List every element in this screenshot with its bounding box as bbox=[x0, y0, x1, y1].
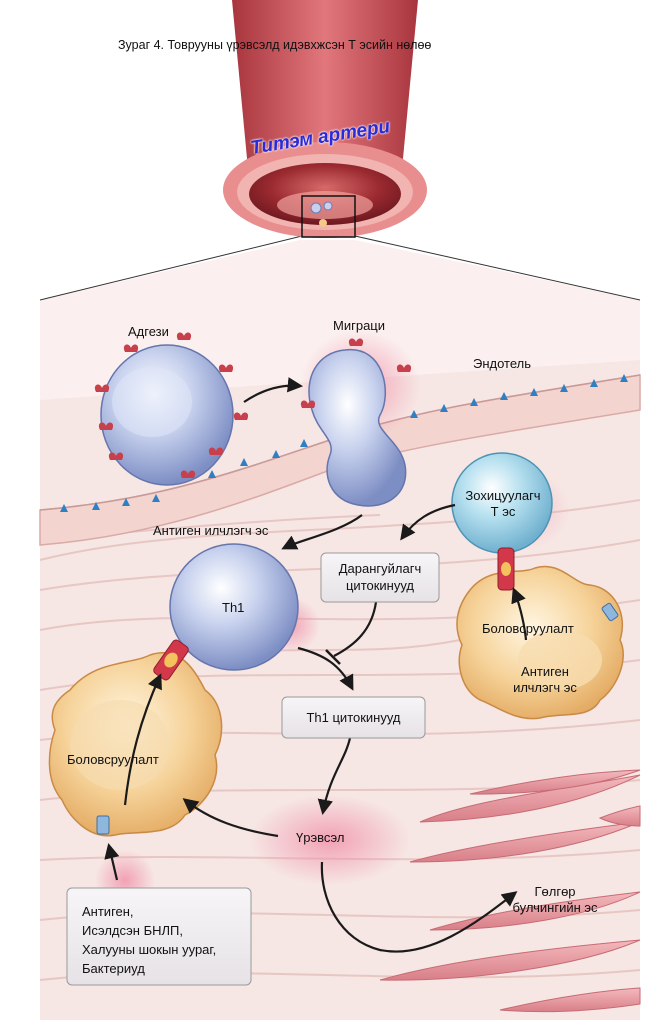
arrows bbox=[104, 377, 528, 953]
label-smooth-muscle-line1: Гөлгөр bbox=[534, 884, 576, 899]
th1-cell bbox=[169, 543, 299, 671]
box-antigens-line4: Бактериуд bbox=[82, 961, 145, 976]
arrow-migration-th1 bbox=[281, 514, 363, 550]
arrow-cytokines-inflammation bbox=[317, 737, 352, 816]
label-maturation-left: Боловсруулалт bbox=[67, 752, 159, 767]
arrow-th1-cytokines bbox=[297, 646, 354, 691]
box-suppressive-line1: Дарангуйлагч bbox=[338, 561, 422, 576]
label-regulatory-t-line1: Зохицуулагч bbox=[465, 488, 541, 503]
smooth-muscle-cells bbox=[379, 769, 641, 1013]
receptor-right bbox=[601, 602, 619, 622]
label-maturation-right: Боловсруулалт bbox=[482, 621, 574, 636]
arrow-inflammation-muscle bbox=[320, 861, 518, 953]
endothelial-markers bbox=[60, 374, 628, 512]
zoom-box bbox=[301, 195, 356, 238]
figure-title: Зураг 4. Товрууны үрэвсэлд идэвхжсэн Т э… bbox=[118, 38, 432, 52]
apc-right bbox=[456, 547, 624, 720]
box-antigens-line2: Исэлдсэн БНЛП, bbox=[82, 923, 183, 938]
box-suppressive-line2: цитокинууд bbox=[345, 578, 415, 593]
box-th1-cytokines: Th1 цитокинууд bbox=[306, 710, 401, 725]
label-migration: Миграци bbox=[333, 318, 385, 333]
label-apc-right-line1: Антиген bbox=[521, 664, 569, 679]
box-antigens-line3: Халууны шокын уураг, bbox=[82, 942, 217, 957]
adhesion-t-cell bbox=[94, 332, 249, 486]
inhibit-bar bbox=[325, 649, 341, 665]
label-apc-top: Антиген илчлэгч эс bbox=[153, 523, 269, 538]
box-antigens-line1: Антиген, bbox=[82, 904, 134, 919]
box-th1-cytokines-bg bbox=[281, 696, 426, 739]
label-regulatory-t-line2: Т эс bbox=[490, 504, 516, 519]
label-th1: Th1 bbox=[222, 600, 245, 615]
arrow-maturation-right bbox=[511, 587, 528, 641]
label-inflammation: Үрэвсэл bbox=[296, 830, 345, 845]
arrow-treg-cytokines bbox=[400, 503, 456, 541]
synapse-right bbox=[497, 547, 515, 591]
box-antigens-bg bbox=[66, 887, 252, 986]
box-suppressive-bg bbox=[320, 552, 440, 603]
receptor-left bbox=[96, 815, 110, 835]
label-apc-right-line2: илчлэгч эс bbox=[513, 680, 577, 695]
label-smooth-muscle-line2: булчингийн эс bbox=[512, 900, 598, 915]
migrating-t-cell bbox=[300, 338, 412, 507]
inhibit-th1-line bbox=[333, 601, 378, 657]
synapse-left bbox=[153, 639, 189, 681]
regulatory-t-cell bbox=[451, 452, 553, 554]
arrow-inflammation-apc bbox=[182, 798, 279, 838]
arrow-adhesion-migration bbox=[243, 377, 304, 403]
arrow-maturation-left bbox=[123, 673, 162, 806]
label-endothelium: Эндотель bbox=[473, 356, 532, 371]
arrow-antigen-apc bbox=[104, 843, 120, 881]
label-adhesion: Адгези bbox=[128, 324, 169, 339]
coronary-artery bbox=[223, 0, 427, 238]
